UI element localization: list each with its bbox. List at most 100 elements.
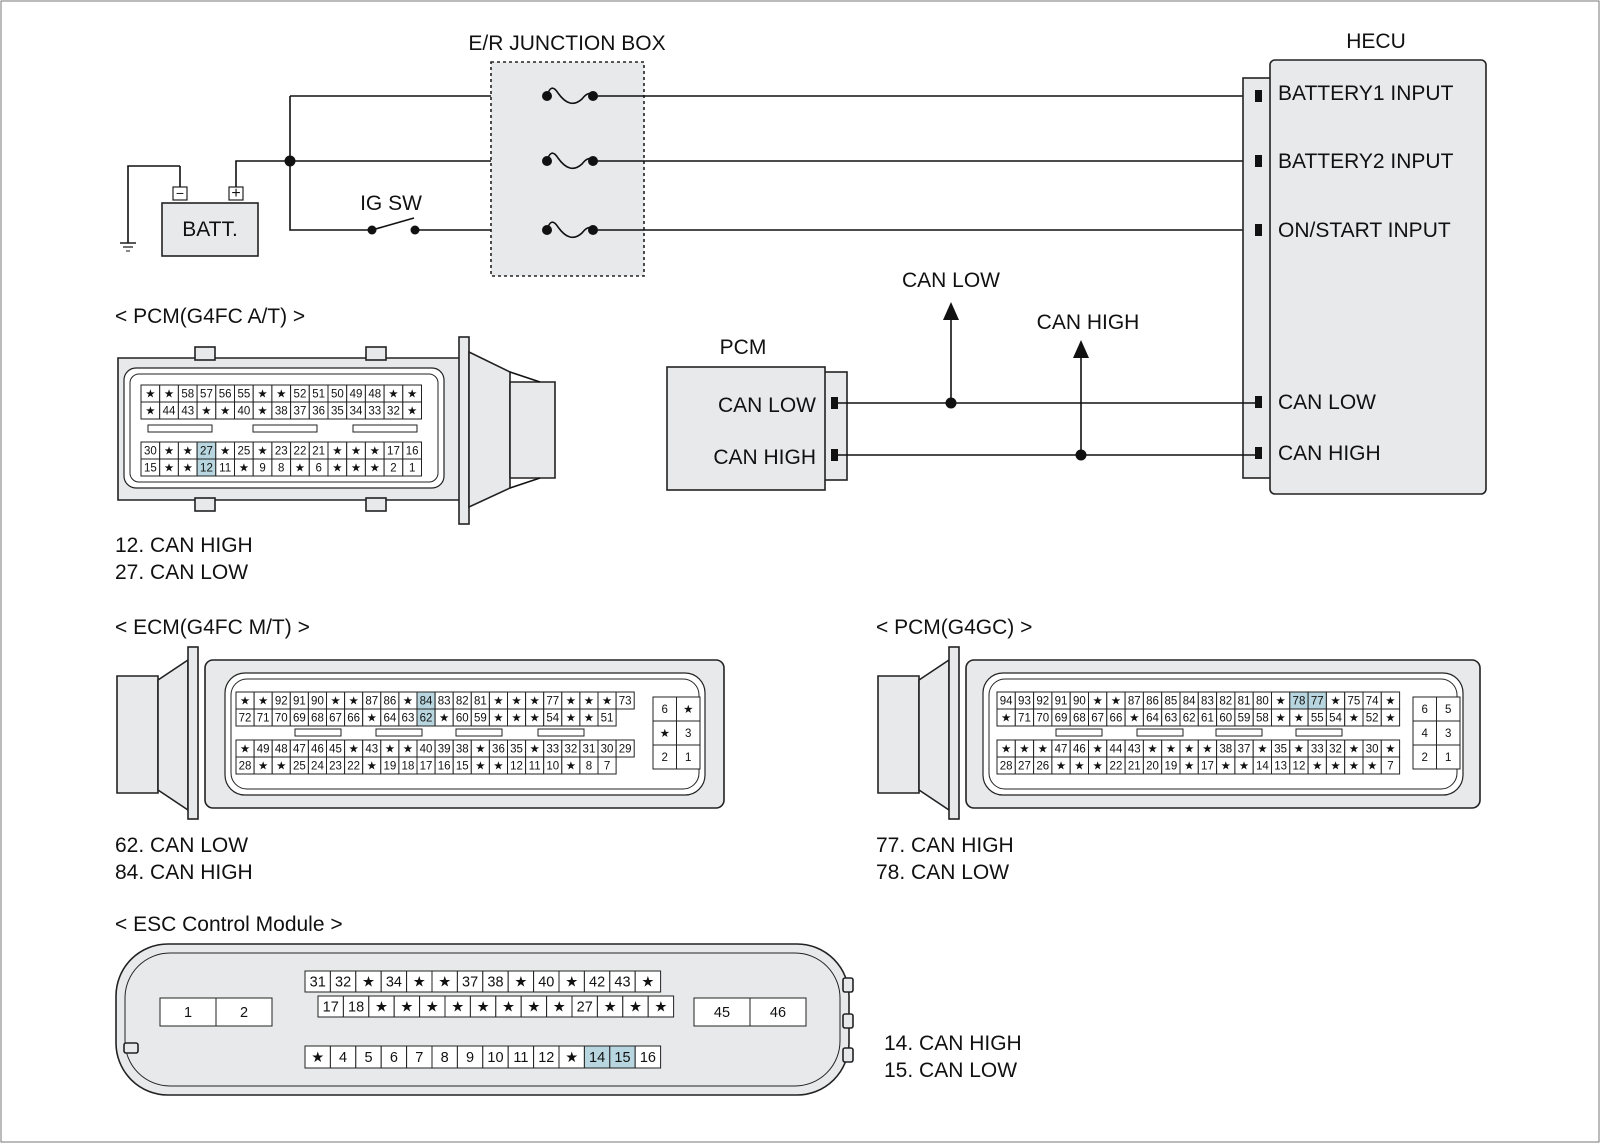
ecm-g4fc-mt-pin-label: ★ (602, 696, 612, 708)
pcm-g4fc-at-pin-label: 40 (237, 406, 250, 418)
ecm-g4fc-mt-pin-label: 66 (347, 713, 360, 725)
pcm-g4fc-at-pin-label: ★ (164, 463, 174, 475)
esc-row1-pin-label: 37 (462, 975, 478, 991)
pcm-can-high-label: CAN HIGH (713, 446, 816, 469)
pcm-g4gc-pin-label: 78 (1293, 696, 1306, 708)
can-high-arrow-label: CAN HIGH (1037, 311, 1140, 334)
pcm-g4gc-pin-label: 86 (1146, 696, 1159, 708)
esc-row2-pin-label: ★ (375, 1000, 388, 1016)
junction-box (490, 61, 645, 277)
ecm-g4fc-mt-pin-label: 71 (257, 713, 270, 725)
ecm-g4fc-mt-pin-label: ★ (493, 713, 503, 725)
ecm-g4fc-mt-side-pin-cell (676, 744, 701, 770)
pcm-g4fc-at-pin-label: 21 (312, 446, 325, 458)
pcm-g4gc-pin-label: ★ (1275, 696, 1285, 708)
pcm-g4fc-at-pin-label: ★ (239, 463, 249, 475)
pcm-g4gc-pin-label: 14 (1256, 761, 1269, 773)
pcm-g4fc-at-pin-label: 27 (200, 446, 213, 458)
esc-row3-pin-label: 11 (513, 1050, 528, 1066)
esc-row3-pin-label: 5 (364, 1050, 372, 1066)
pcm-g4fc-at-pin-label: ★ (145, 389, 155, 401)
pcm-g4gc-pin-label: ★ (1330, 761, 1340, 773)
ecm-g4fc-mt-pin-label: ★ (529, 696, 539, 708)
ecm-g4fc-mt-pin-label: ★ (529, 744, 539, 756)
ecm-g4fc-mt-pin-label: 24 (311, 761, 324, 773)
esc-row1-pin-label: 34 (386, 975, 402, 991)
esc-row3-pin-label: 6 (390, 1050, 398, 1066)
esc-row2-pin-label: ★ (527, 1000, 540, 1016)
pcm-g4fc-at-pin-label: ★ (164, 389, 174, 401)
pcm-g4fc-at-pin-label: 17 (387, 446, 400, 458)
pcm-g4fc-at-pin-label: 55 (237, 389, 250, 401)
esc-right-pin-cell (749, 997, 807, 1027)
esc-row1-pin-label: 40 (538, 975, 554, 991)
ecm-g4fc-mt-pin-label: 33 (546, 744, 559, 756)
pcm-g4gc-pin-label: ★ (1221, 761, 1231, 773)
pcm-g4gc-side-pin-label: 3 (1445, 728, 1451, 740)
esc-row3-pin-label: ★ (311, 1050, 324, 1066)
pcm-can-low-label: CAN LOW (718, 394, 816, 417)
pcm-g4gc-pin-label: 26 (1036, 761, 1049, 773)
hecu-connector (1242, 77, 1272, 479)
pcm-g4gc-pin-label: ★ (1257, 744, 1267, 756)
esc-row3-pin-label: 15 (614, 1050, 630, 1066)
ecm-g4fc-mt-pin-label: ★ (511, 713, 521, 725)
pcm-g4fc-at-pin-label: 48 (368, 389, 381, 401)
pcm-g4fc-at-pin-label: 44 (163, 406, 176, 418)
ecm-g4fc-mt-pin-label: ★ (566, 696, 576, 708)
pcm-g4fc-at-pin-label: 9 (259, 463, 265, 475)
pcm-g4gc-pin-label: ★ (1074, 761, 1084, 773)
pcm-g4gc-pin-label: 62 (1183, 713, 1196, 725)
pcm-g4gc-pin-label: 77 (1311, 696, 1324, 708)
pcm-g4fc-at-pin-label: 50 (331, 389, 344, 401)
pcm-g4gc-pin-label: 58 (1256, 713, 1269, 725)
hecu-can-low-label: CAN LOW (1278, 391, 1376, 414)
ecm-g4fc-mt-pin-label: 73 (619, 696, 632, 708)
pcm-g4gc-pin-label: 71 (1018, 713, 1031, 725)
pcm-g4gc-side-pin-label: 5 (1445, 704, 1451, 716)
pcm-g4fc-at-pin-label: ★ (407, 389, 417, 401)
pcm-g4fc-at-pin-label: 22 (294, 446, 307, 458)
esc-row3-pin-label: 10 (487, 1050, 503, 1066)
pcm-g4fc-at-pin-label: ★ (220, 406, 230, 418)
ecm-g4fc-mt-pin-cell (597, 756, 617, 775)
pcm-g4fc-at-pin-label: 6 (315, 463, 321, 475)
can-high-arrow-icon (1073, 340, 1089, 358)
esc-row2-pin-label: ★ (629, 1000, 642, 1016)
pcm-g4gc-pin-label: ★ (1385, 696, 1395, 708)
ecm-g4fc-mt-pin-label: 32 (564, 744, 577, 756)
ecm-g4fc-mt-pin-label: ★ (584, 713, 594, 725)
ecm-g4fc-mt-pin-label: 36 (492, 744, 505, 756)
pcm-g4gc-pin-label: 59 (1238, 713, 1251, 725)
pcm-g4fc-at-pin-label: ★ (351, 446, 361, 458)
esc-row2-pin-label: ★ (477, 1000, 490, 1016)
ecm-g4fc-mt-note-2: 84. CAN HIGH (115, 861, 253, 884)
ecm-g4fc-mt-pin-label: ★ (348, 744, 358, 756)
esc-row1-pin-label: ★ (565, 975, 578, 991)
ecm-g4fc-mt-pin-label: 25 (293, 761, 306, 773)
pcm-g4gc-pin-label: ★ (1184, 744, 1194, 756)
ecm-g4fc-mt-pin-label: 90 (311, 696, 324, 708)
ecm-g4fc-mt-pin-label: 18 (402, 761, 415, 773)
esc-row2-pin-label: 18 (348, 1000, 364, 1016)
pcm-g4fc-at-pin-label: 8 (278, 463, 284, 475)
pcm-g4gc-pin-label: 92 (1036, 696, 1049, 708)
esc-row1-pin-label: 38 (487, 975, 503, 991)
esc-left-pin-cell (215, 997, 273, 1027)
esc-left-pin-cell (159, 997, 217, 1027)
esc-row2-pin-label: ★ (502, 1000, 515, 1016)
esc-row3-pin-label: ★ (565, 1050, 578, 1066)
pcm-g4gc-pin-label: ★ (1019, 744, 1029, 756)
esc-row1-pin-label: 43 (614, 975, 630, 991)
pcm-g4gc-pin-label: 33 (1311, 744, 1324, 756)
battery2-input-label: BATTERY2 INPUT (1278, 150, 1454, 173)
pcm-g4fc-at-pin-label: 43 (181, 406, 194, 418)
battery-box (161, 202, 259, 257)
ignition-switch-icon (371, 217, 415, 231)
ground-wire (127, 165, 180, 243)
ecm-g4fc-mt-pin-label: 30 (601, 744, 614, 756)
